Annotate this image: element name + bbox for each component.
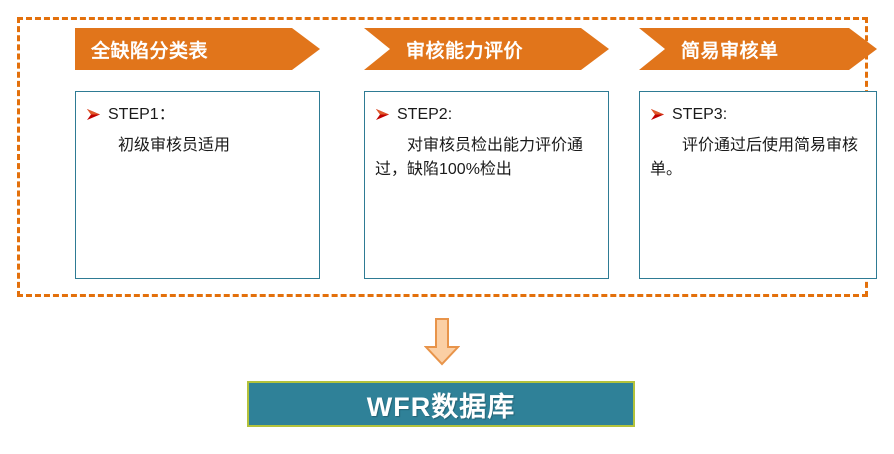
database-bar[interactable]: WFR数据库 bbox=[247, 381, 635, 427]
step-banner-2[interactable]: 审核能力评价 bbox=[364, 28, 609, 70]
step-banner-label-1: 全缺陷分类表 bbox=[91, 40, 209, 62]
red-arrow-bullet-icon bbox=[375, 107, 390, 122]
red-arrow-bullet-icon bbox=[650, 107, 665, 122]
step-heading-2: STEP2: bbox=[375, 104, 598, 126]
step-title-1: STEP1： bbox=[108, 106, 175, 123]
step-box-2: STEP2: 对审核员检出能力评价通过，缺陷100%检出 bbox=[364, 91, 609, 279]
step-banner-label-2: 审核能力评价 bbox=[406, 40, 524, 62]
step-description-1: 初级审核员适用 bbox=[118, 136, 231, 154]
step-banner-1[interactable]: 全缺陷分类表 bbox=[75, 28, 320, 70]
step-box-3: STEP3: 评价通过后使用简易审核单。 bbox=[639, 91, 877, 279]
step-box-1: STEP1： 初级审核员适用 bbox=[75, 91, 320, 279]
step-heading-1: STEP1： bbox=[86, 104, 309, 126]
step-banner-3[interactable]: 简易审核单 bbox=[639, 28, 877, 70]
step-column-3: 简易审核单 STEP3: 评价通过后使用简易审核单。 bbox=[639, 28, 877, 279]
step-description-2: 对审核员检出能力评价通过，缺陷100%检出 bbox=[375, 136, 584, 179]
step-description-3: 评价通过后使用简易审核单。 bbox=[650, 136, 859, 179]
step-banner-label-3: 简易审核单 bbox=[681, 40, 779, 62]
step-heading-3: STEP3: bbox=[650, 104, 866, 126]
down-arrow-icon bbox=[423, 318, 461, 366]
step-column-2: 审核能力评价 STEP2: 对审核员检出能力评价通过，缺陷100%检出 bbox=[364, 28, 609, 279]
database-label: WFR数据库 bbox=[366, 391, 516, 422]
red-arrow-bullet-icon bbox=[86, 107, 101, 122]
step-title-2: STEP2: bbox=[397, 106, 453, 123]
step-title-3: STEP3: bbox=[672, 106, 728, 123]
step-column-1: 全缺陷分类表 STEP1： 初级审核员适用 bbox=[75, 28, 320, 279]
